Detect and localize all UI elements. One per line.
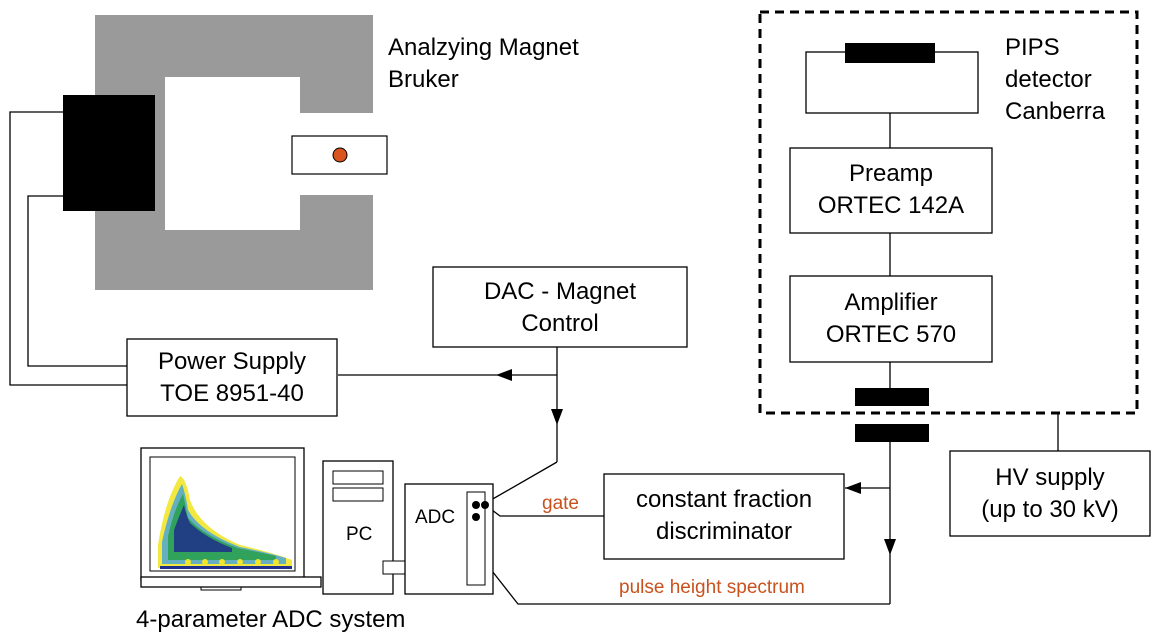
preamp-label-2: ORTEC 142A	[818, 192, 964, 219]
gate-label: gate	[542, 493, 579, 514]
adc-input-1	[472, 501, 480, 509]
dac-label-1: DAC - Magnet	[484, 278, 636, 305]
cfd-label-2: discriminator	[656, 518, 792, 545]
system-caption: 4-parameter ADC system	[136, 606, 405, 633]
pips-label-1: PIPS	[1005, 34, 1060, 61]
adc-input-2	[481, 501, 489, 509]
cfd-label-1: constant fraction	[636, 486, 812, 513]
adc-panel	[466, 491, 486, 586]
amplifier-box	[789, 275, 993, 363]
hv-label-1: HV supply	[995, 464, 1104, 491]
pulse-height-label: pulse height spectrum	[619, 577, 805, 598]
dac-label-2: Control	[521, 310, 598, 337]
preamp-box	[789, 147, 993, 234]
cfd-box	[603, 473, 845, 560]
split-down-arrowhead	[884, 539, 896, 555]
power-supply-label-2: TOE 8951-40	[160, 380, 304, 407]
dac-to-adc-diagonal	[483, 461, 558, 505]
spectrum-plot	[158, 476, 292, 569]
cfd-arrowhead	[845, 482, 861, 494]
magnet-coil	[63, 95, 155, 211]
connector-bottom	[855, 424, 929, 442]
coil-wire-inner	[27, 195, 127, 367]
beam-spot-icon	[332, 147, 348, 163]
pips-label-2: detector	[1005, 66, 1092, 93]
hv-supply-box	[949, 450, 1151, 537]
beam-chamber	[291, 135, 388, 175]
magnet-yoke	[95, 15, 373, 290]
keyboard-icon	[140, 576, 322, 588]
psu-arrowhead	[496, 369, 512, 381]
dac-box	[432, 266, 688, 348]
pc-tower-icon	[322, 460, 394, 595]
magnet-label-1: Analzying Magnet	[388, 34, 579, 61]
pips-detector-element	[845, 43, 935, 63]
amplifier-label-2: ORTEC 570	[826, 321, 956, 348]
detector-enclosure	[758, 10, 1139, 415]
adc-label: ADC	[415, 507, 455, 528]
monitor-icon	[140, 447, 305, 591]
magnet-label-2: Bruker	[388, 66, 459, 93]
power-supply-box	[126, 338, 338, 417]
adc-input-3	[472, 513, 480, 521]
coil-wire-outer	[9, 111, 127, 386]
pc-label: PC	[346, 524, 372, 545]
analyzing-magnet	[63, 15, 388, 290]
connector-top	[855, 388, 929, 406]
dac-down-arrowhead	[551, 409, 563, 425]
preamp-label-1: Preamp	[849, 160, 933, 187]
pips-label-3: Canberra	[1005, 98, 1106, 125]
power-supply-label-1: Power Supply	[158, 348, 306, 375]
amplifier-label-1: Amplifier	[844, 289, 937, 316]
hv-label-2: (up to 30 kV)	[981, 496, 1118, 523]
